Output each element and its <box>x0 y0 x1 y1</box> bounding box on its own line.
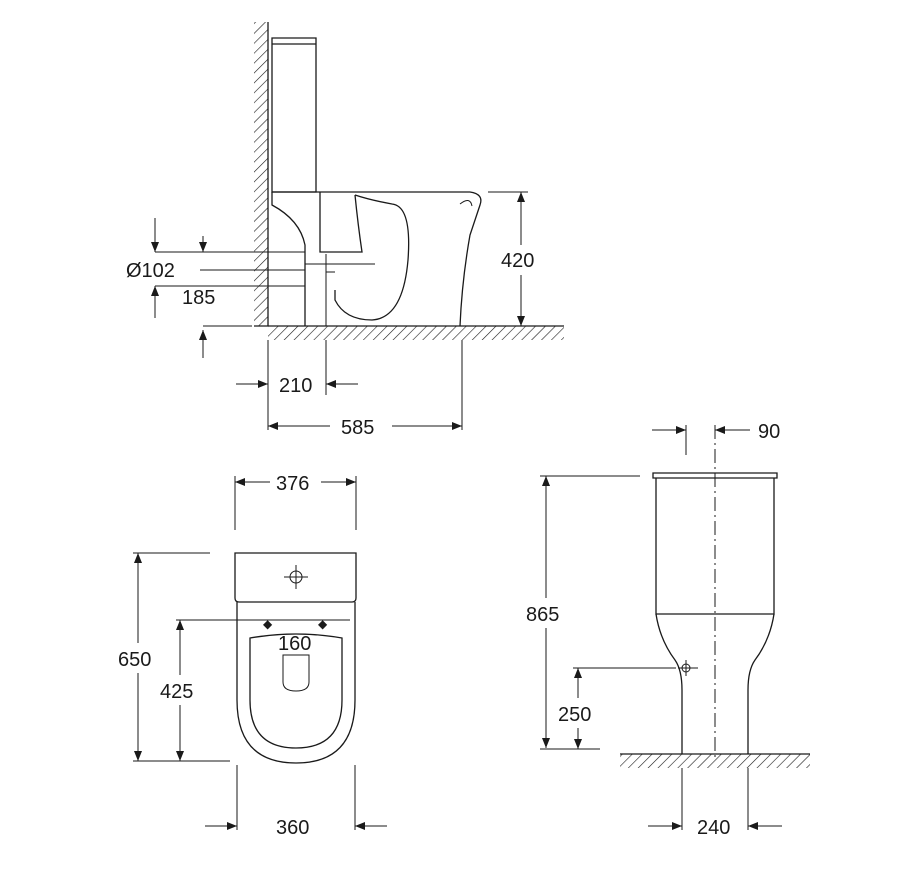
cistern-front <box>652 472 778 615</box>
inlet-height-label: 250 <box>558 704 591 726</box>
bolt-to-rear-label: 425 <box>160 681 193 703</box>
crosshair-icon <box>284 565 308 589</box>
trapway <box>334 194 410 321</box>
cistern-outline <box>271 37 317 193</box>
tank-width-label: 376 <box>276 473 309 495</box>
hatched-wall <box>254 22 268 326</box>
base-width-label: 240 <box>697 817 730 839</box>
offset-label: 90 <box>758 421 780 443</box>
tank-top <box>234 552 357 603</box>
bowl-width-label: 360 <box>276 817 309 839</box>
seat-height-label: 420 <box>501 250 534 272</box>
bowl-top <box>236 602 356 764</box>
bowl-outline <box>271 191 482 327</box>
svg-text:◆: ◆ <box>263 617 273 631</box>
bolt-spacing-label: 160 <box>278 633 311 655</box>
front-view: 90 865 250 <box>526 421 810 839</box>
drain-height-label: 185 <box>182 287 215 309</box>
top-view: 376 ◆ ◆ 160 650 425 <box>118 473 387 839</box>
side-view: Ø102 185 420 210 585 <box>126 22 564 439</box>
overall-depth-label: 585 <box>341 417 374 439</box>
drain-from-wall-label: 210 <box>279 375 312 397</box>
diameter-label: Ø102 <box>126 260 175 282</box>
svg-text:◆: ◆ <box>318 617 328 631</box>
overall-length-label: 650 <box>118 649 151 671</box>
crosshair-icon <box>678 660 698 676</box>
overall-height-label: 865 <box>526 604 559 626</box>
hatched-floor <box>620 754 810 768</box>
hatched-floor <box>268 326 564 340</box>
pedestal-front <box>655 613 775 754</box>
